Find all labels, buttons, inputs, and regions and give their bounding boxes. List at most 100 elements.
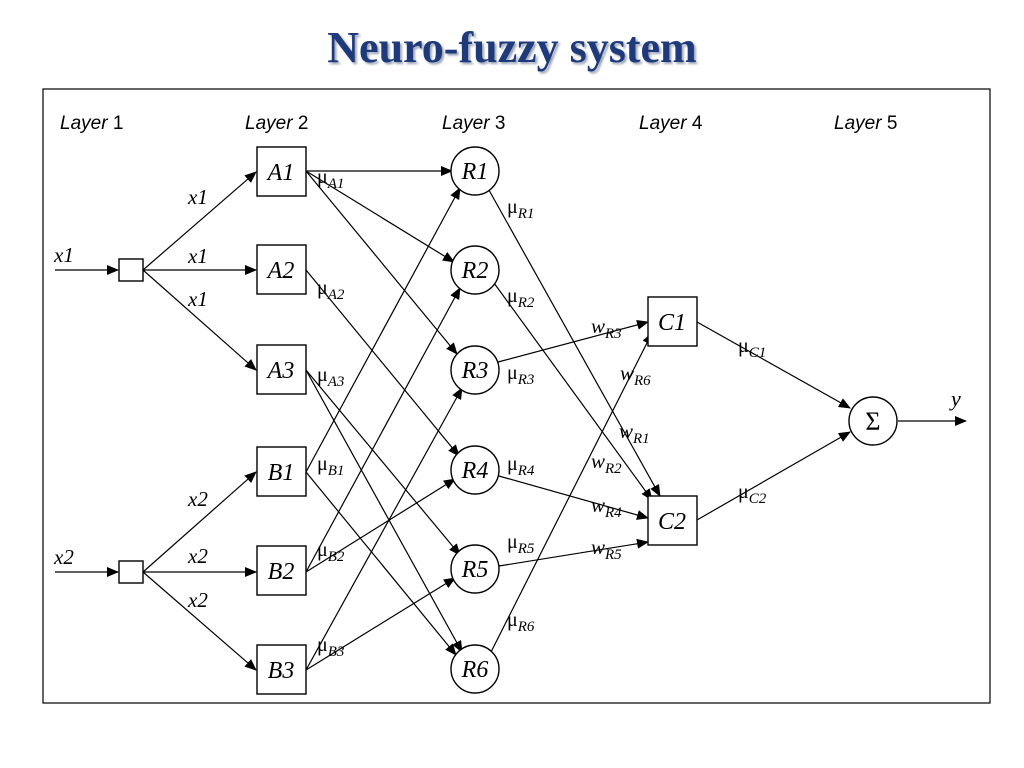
node-b1: [256, 446, 307, 497]
mu-a2: μA2: [317, 277, 345, 303]
node-b3: [256, 644, 307, 695]
node-r1: [450, 146, 500, 196]
layer-4-labels: C1 C2: [658, 310, 686, 535]
mu-r6: μR6: [507, 609, 535, 635]
edge-b3-r5: [305, 577, 456, 671]
layer-3-labels: R1 R2 R3 R4 R5 R6: [461, 159, 489, 683]
node-b2-label: B2: [268, 559, 295, 585]
edge-a3-r5: [305, 369, 461, 556]
edge-a1-r2: [305, 170, 455, 263]
node-r1-label: R1: [461, 159, 489, 185]
edge-a3-r6: [305, 369, 463, 653]
mu-r5: μR5: [507, 531, 535, 557]
edge-label-x2-b2: x2: [187, 544, 208, 568]
node-r3-label: R3: [461, 358, 489, 384]
input-label-x1: x1: [53, 243, 74, 267]
node-r6-label: R6: [461, 657, 489, 683]
node-c2: [647, 495, 698, 546]
node-b3-label: B3: [268, 658, 295, 684]
layer-5-header: Layer 5: [834, 113, 897, 134]
node-a2: [256, 244, 307, 295]
node-r2-label: R2: [461, 258, 489, 284]
weight-labels: wR3 wR6 wR1 wR2 wR4 wR5: [591, 314, 651, 563]
mu-r1: μR1: [507, 196, 534, 222]
edge-b1-r6: [305, 471, 457, 656]
edge-b2-r2: [305, 287, 461, 573]
layer-3-mu-labels: μR1 μR2 μR3 μR4 μR5 μR6: [507, 196, 535, 635]
node-r5-label: R5: [461, 557, 489, 583]
layer-1-header: Layer 1: [60, 113, 123, 134]
mu-c2: μC2: [738, 481, 767, 507]
diagram-frame: [42, 88, 991, 704]
node-r6: [450, 644, 500, 694]
w-r5: wR5: [591, 535, 622, 563]
mu-r3: μR3: [507, 362, 534, 388]
sum-icon: Σ: [865, 407, 880, 436]
node-r4: [450, 445, 500, 495]
w-r1: wR1: [619, 419, 650, 447]
edge-b3-r3: [305, 387, 463, 671]
node-a2-label: A2: [266, 258, 295, 284]
mu-b3: μB3: [317, 634, 344, 660]
node-a1-label: A1: [266, 160, 295, 186]
layer-4-header: Layer 4: [639, 113, 703, 134]
node-a3: [256, 344, 307, 395]
layer-2-nodes: [256, 146, 307, 695]
layer-3-header: Layer 3: [442, 113, 505, 134]
w-r2: wR2: [591, 449, 622, 477]
edges: [55, 166, 967, 671]
mu-a3: μA3: [317, 364, 344, 390]
node-r3: [450, 345, 500, 395]
edge-r5-c2: [498, 538, 649, 567]
edge-c1-sum: [696, 321, 851, 409]
layer-1-node-x2: [118, 560, 144, 584]
edge-r3-c1: [497, 320, 649, 363]
layer-5-nodes: Σ: [848, 396, 898, 446]
layer-1-node-x1: [118, 258, 144, 282]
edge-x1-a1: [142, 171, 257, 271]
edge-label-x1-a1: x1: [187, 185, 208, 209]
edge-x2-b3: [142, 571, 257, 671]
edge-r6-c1: [489, 332, 653, 655]
layer-4-mu-labels: μC1 μC2: [738, 335, 767, 507]
layer-3-nodes: [450, 146, 500, 694]
w-r6: wR6: [620, 361, 651, 389]
edge-c2-sum: [696, 431, 851, 521]
edge-label-x2-b3: x2: [187, 588, 208, 612]
layer-2-header: Layer 2: [245, 113, 308, 134]
node-a1: [256, 146, 307, 197]
node-c1-label: C1: [658, 310, 686, 336]
mu-b2: μB2: [317, 539, 345, 565]
layer-2-labels: A1 A2 A3 B1 B2 B3: [266, 160, 295, 684]
input-labels: x1 x2 x1 x1 x1 x2 x2 x2: [53, 185, 208, 612]
node-c1: [647, 296, 698, 347]
layer-2-mu-labels: μA1 μA2 μA3 μB1 μB2 μB3: [317, 166, 345, 660]
layer-4-nodes: [647, 296, 698, 546]
edge-x1-a3: [142, 269, 257, 371]
input-label-x2: x2: [53, 545, 74, 569]
edge-b2-r4: [305, 478, 456, 573]
node-r2: [450, 245, 500, 295]
node-c2-label: C2: [658, 509, 686, 535]
node-a3-label: A3: [266, 358, 295, 384]
node-b1-label: B1: [268, 460, 295, 486]
node-sum: [848, 396, 898, 446]
w-r3: wR3: [591, 314, 622, 342]
edge-r1-c2: [484, 182, 661, 497]
node-r5: [450, 544, 500, 594]
node-b2: [256, 545, 307, 596]
edge-a2-r4: [305, 269, 460, 457]
edge-label-x1-a2: x1: [187, 244, 208, 268]
edge-b1-r1: [305, 187, 461, 473]
edge-x2-b1: [142, 471, 257, 573]
node-r4-label: R4: [461, 458, 489, 484]
mu-b1: μB1: [317, 453, 344, 479]
layer-1-nodes: [118, 258, 144, 584]
mu-r4: μR4: [507, 453, 535, 479]
edge-r2-c2: [493, 282, 653, 501]
output-label-y: y: [949, 386, 961, 411]
edge-label-x2-b1: x2: [187, 487, 208, 511]
layer-headers: Layer 1 Layer 2 Layer 3 Layer 4 Layer 5: [60, 113, 897, 134]
mu-r2: μR2: [507, 285, 535, 311]
